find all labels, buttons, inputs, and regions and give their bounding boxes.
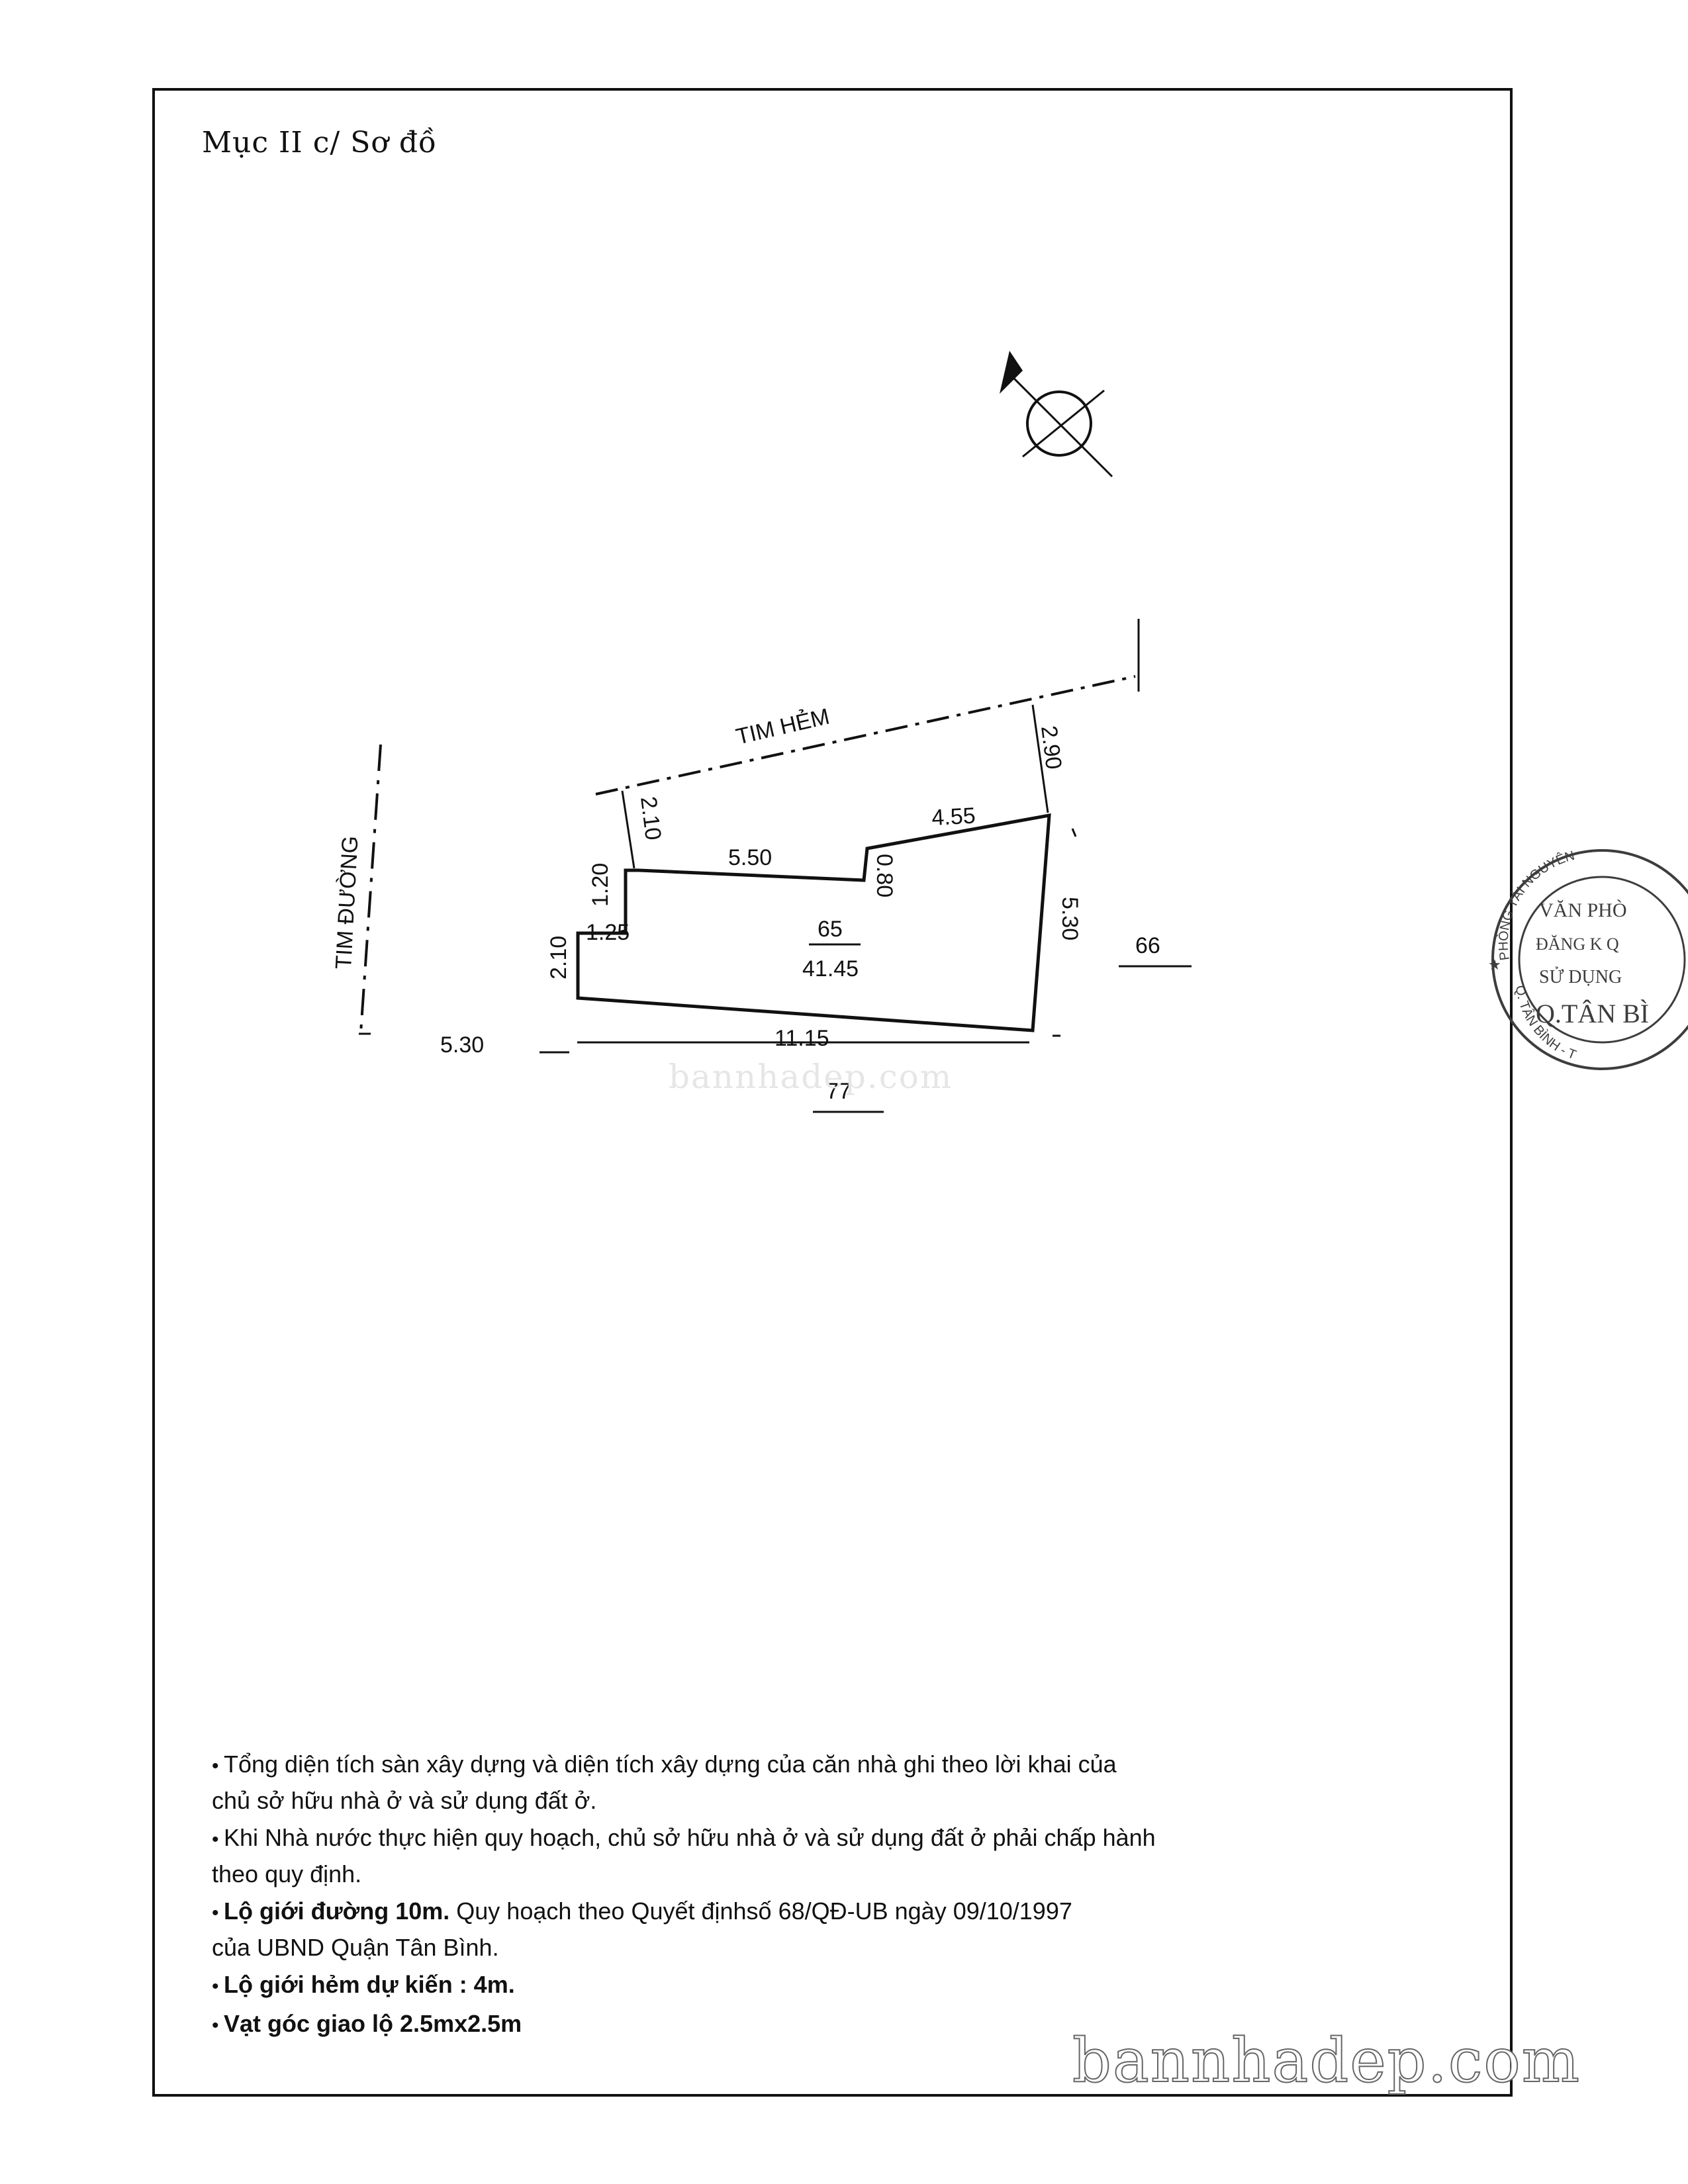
neighbor-lot-right: 66 bbox=[1135, 933, 1160, 958]
stamp-line-4: Q.TÂN BÌ bbox=[1536, 999, 1649, 1028]
bullet-icon: • bbox=[212, 1829, 219, 1850]
note-5: •Vạt góc giao lộ 2.5mx2.5m bbox=[212, 2007, 1403, 2043]
lot-number: 65 bbox=[818, 917, 843, 942]
bullet-icon: • bbox=[212, 2015, 219, 2036]
dim-2-10-left: 2.10 bbox=[546, 936, 571, 979]
lot-boundary bbox=[576, 813, 1051, 1032]
note-1: •Tổng diện tích sàn xây dựng và diện tíc… bbox=[212, 1751, 1117, 1814]
stamp-seal: PHÒNG TÀI NGUYÊN Q. TÂN BÌNH - T VĂN PHÒ… bbox=[1488, 848, 1688, 1070]
alley-label: TIM HẺM bbox=[733, 704, 831, 749]
bullet-icon: • bbox=[212, 1976, 219, 1997]
north-arrow-icon bbox=[1000, 351, 1113, 478]
bullet-icon: • bbox=[212, 1902, 219, 1924]
section-heading: Mục II c/ Sơ đồ bbox=[202, 126, 437, 159]
dim-11-15: 11.15 bbox=[774, 1026, 829, 1051]
dim-2-90: 2.90 bbox=[1036, 724, 1066, 770]
street-centerline bbox=[359, 744, 382, 1033]
note-2: •Khi Nhà nước thực hiện quy hoạch, chủ s… bbox=[212, 1824, 1156, 1888]
street-label: TIM ĐƯỜNG bbox=[331, 835, 363, 970]
dim-5-30-right: 5.30 bbox=[1057, 897, 1082, 940]
stamp-line-2: ĐĂNG K Q bbox=[1536, 934, 1619, 954]
dim-1-25: 1.25 bbox=[586, 920, 630, 945]
lot-area: 41.45 bbox=[802, 956, 859, 981]
dim-0-80: 0.80 bbox=[872, 854, 897, 897]
dim-4-55: 4.55 bbox=[931, 803, 976, 831]
bullet-icon: • bbox=[212, 1755, 219, 1777]
center-watermark: bannhadep.com bbox=[669, 1058, 953, 1096]
stamp-line-3: SỬ DỤNG bbox=[1539, 967, 1622, 987]
notes-list: •Tổng diện tích sàn xây dựng và diện tíc… bbox=[212, 1747, 1403, 2046]
stamp-line-1: VĂN PHÒ bbox=[1539, 899, 1627, 921]
dim-5-50: 5.50 bbox=[728, 845, 772, 870]
dim-1-20: 1.20 bbox=[588, 863, 613, 907]
document-frame bbox=[152, 88, 1513, 2097]
star-icon: ★ bbox=[1488, 957, 1501, 974]
footer-watermark: bannhadep.com bbox=[1072, 2025, 1581, 2097]
note-3: •Lộ giới đường 10m. Quy hoạch theo Quyết… bbox=[212, 1897, 1072, 1961]
note-4: •Lộ giới hẻm dự kiến : 4m. bbox=[212, 1968, 1403, 2004]
dim-2-10-top: 2.10 bbox=[635, 795, 666, 841]
neighbor-lot-bottom: 77 bbox=[826, 1079, 851, 1104]
alley-centerline bbox=[595, 675, 1136, 796]
dim-5-30-bottom: 5.30 bbox=[440, 1032, 484, 1058]
